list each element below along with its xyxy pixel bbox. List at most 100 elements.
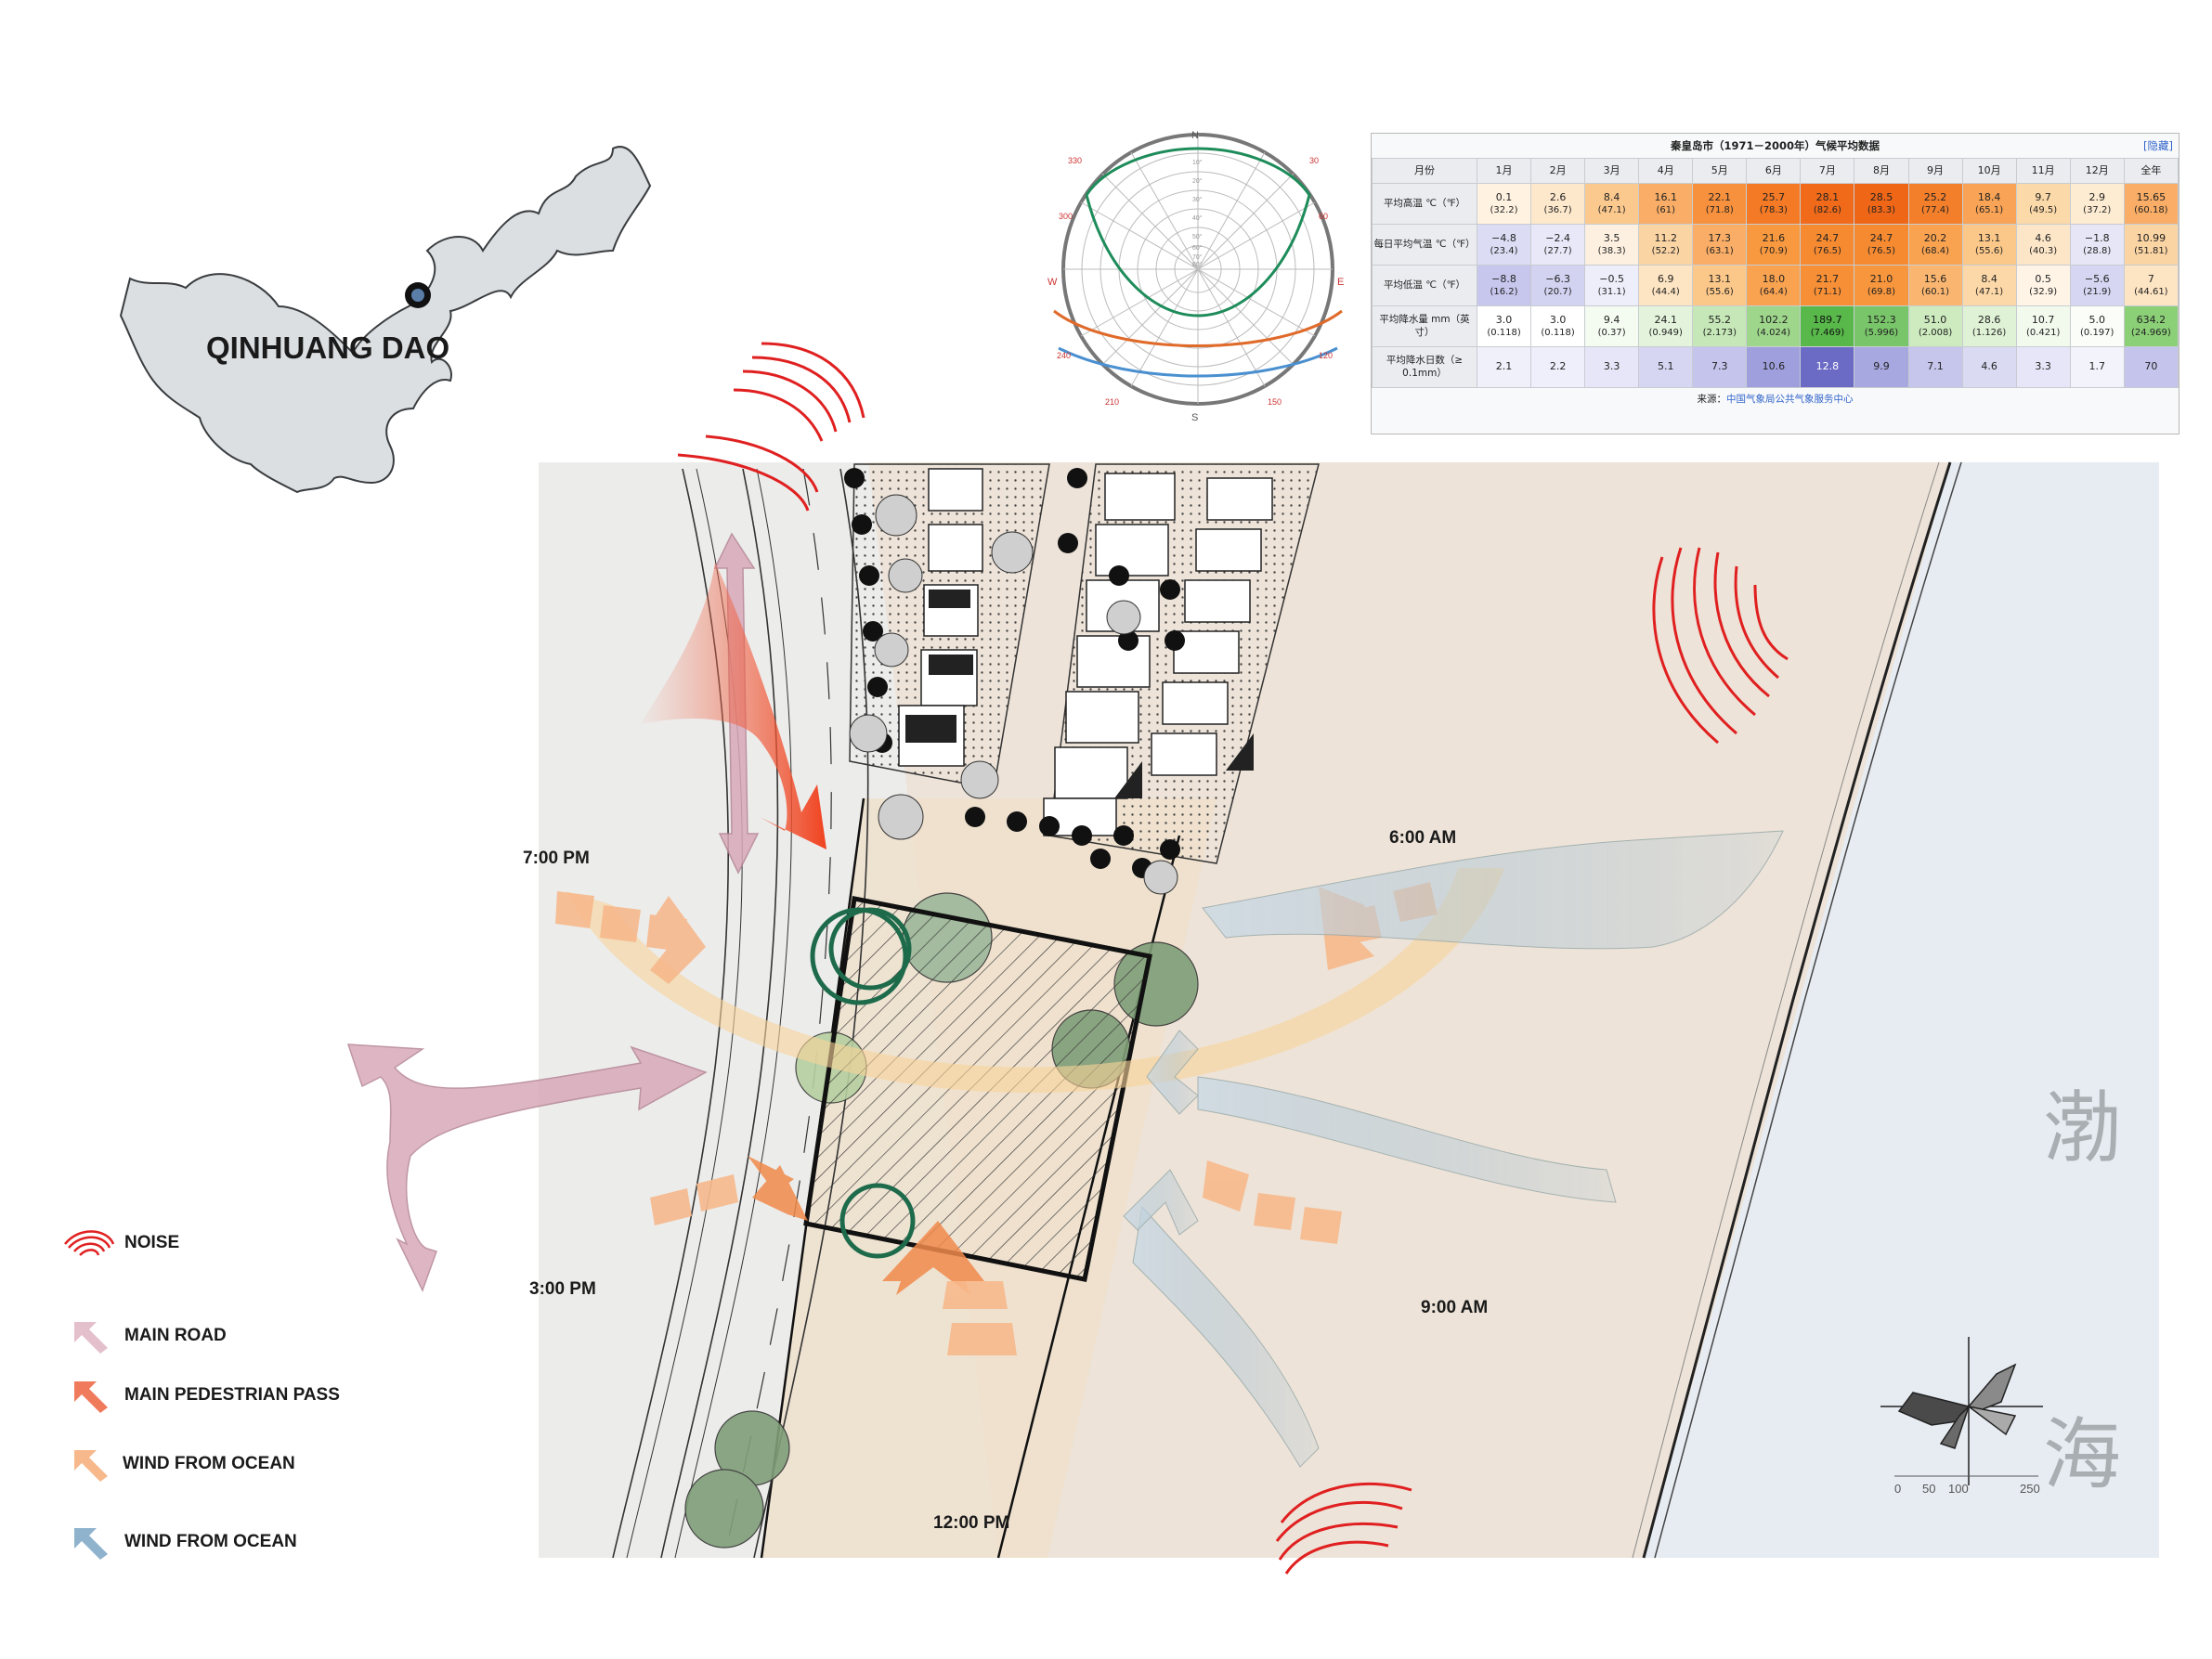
sun-chart-north: N [1191, 130, 1199, 141]
green-circles [810, 907, 916, 1259]
table-cell: 1.7 [2069, 346, 2125, 388]
cell-value: 15.6 [1923, 272, 1947, 285]
cell-imperial-value: (63.1) [1705, 246, 1734, 257]
table-caption: 秦皇岛市（1971－2000年）气候平均数据 [隐藏] [1372, 134, 2179, 158]
cell-value: 10.7 [2031, 313, 2055, 326]
hide-link[interactable]: [隐藏] [2143, 139, 2173, 152]
table-cell: −0.5(31.1) [1584, 265, 1640, 306]
table-cell: 3.3 [1584, 346, 1640, 388]
table-cell: 55.2(2.173) [1692, 305, 1748, 347]
sun-chart-angle: 60 [1319, 212, 1329, 221]
scale-label: 50 [1922, 1482, 1936, 1496]
cell-value: 21.7 [1815, 272, 1840, 285]
table-cell: 3.3 [2015, 346, 2071, 388]
table-cell: 16.1(61) [1638, 183, 1694, 225]
legend-label: MAIN PEDESTRIAN PASS [124, 1385, 340, 1405]
cell-value: 6.9 [1657, 272, 1674, 285]
cell-value: −2.4 [1545, 231, 1570, 244]
cell-imperial-value: (0.118) [1541, 328, 1575, 339]
cell-imperial-value: (69.8) [1867, 287, 1895, 298]
row-header: 平均低温 ℃（℉） [1372, 265, 1477, 306]
legend-item-main-road: MAIN ROAD [61, 1316, 377, 1357]
cell-imperial-value: (21.9) [2083, 287, 2112, 298]
time-label-9am: 9:00 AM [1421, 1298, 1489, 1317]
sun-path-arc [566, 868, 1504, 1094]
cell-value: 9.9 [1873, 360, 1890, 373]
pedestrian-arrows-orange [748, 1156, 984, 1295]
header-cell: 7月 [1800, 158, 1855, 184]
sun-chart-angle: 240 [1057, 351, 1072, 360]
header-cell-month-label: 月份 [1372, 158, 1477, 184]
cell-value: 3.5 [1603, 231, 1620, 244]
cell-value: 5.0 [2088, 313, 2105, 326]
table-cell: 24.1(0.949) [1638, 305, 1694, 347]
table-cell: 21.7(71.1) [1800, 265, 1855, 306]
header-cell: 3月 [1584, 158, 1640, 184]
cell-imperial-value: (37.2) [2083, 205, 2112, 216]
sun-path-chart [1053, 133, 1343, 406]
cell-value: 8.4 [1603, 190, 1620, 203]
cell-imperial-value: (47.1) [1975, 287, 2004, 298]
table-cell: 28.5(83.3) [1854, 183, 1909, 225]
sun-chart-ring: 30° [1192, 197, 1203, 203]
table-cell: 9.9 [1854, 346, 1909, 388]
source-label: 来源： [1697, 394, 1727, 405]
cell-value: −1.8 [2084, 231, 2110, 244]
cell-value: 5.1 [1657, 360, 1674, 373]
source-link[interactable]: 中国气象局公共气象服务中心 [1726, 394, 1854, 405]
table-cell: −2.4(27.7) [1530, 224, 1586, 266]
wind-orange-arrow-icon [74, 1450, 108, 1482]
header-cell: 2月 [1530, 158, 1586, 184]
cell-value: 18.0 [1762, 272, 1786, 285]
city-label: QINHUANG DAO [206, 331, 450, 365]
row-header: 平均高温 ℃（℉） [1372, 183, 1477, 225]
cell-imperial-value: (82.6) [1813, 205, 1841, 216]
table-row: 平均降水量 mm（英寸）3.0(0.118)3.0(0.118)9.4(0.37… [1372, 305, 2179, 347]
site-base [539, 461, 2159, 1559]
cell-value: 17.3 [1708, 231, 1732, 244]
cell-value: 70 [2144, 360, 2158, 373]
sun-chart-ring: 10° [1192, 160, 1203, 166]
row-header: 每日平均气温 ℃（℉） [1372, 224, 1477, 266]
cell-value: 3.0 [1495, 313, 1513, 326]
cell-value: 3.0 [1549, 313, 1567, 326]
table-cell: 7.3 [1692, 346, 1748, 388]
cell-imperial-value: (24.969) [2130, 328, 2171, 339]
cell-value: 55.2 [1708, 313, 1732, 326]
cell-imperial-value: (71.8) [1705, 205, 1734, 216]
legend-item-wind-orange: WIND FROM OCEAN [61, 1445, 377, 1485]
cell-imperial-value: (44.61) [2134, 287, 2168, 298]
table-cell: −4.8(23.4) [1476, 224, 1532, 266]
china-map [119, 146, 652, 494]
cell-imperial-value: (32.9) [2029, 287, 2058, 298]
table-cell: 2.9(37.2) [2069, 183, 2125, 225]
cell-value: 21.6 [1762, 231, 1786, 244]
cell-imperial-value: (5.996) [1864, 328, 1899, 339]
legend-item-wind-blue: WIND FROM OCEAN [61, 1523, 377, 1563]
scale-label: 100 [1948, 1482, 1969, 1496]
sun-chart-angle: 30 [1309, 156, 1320, 165]
table-cell: 0.1(32.2) [1476, 183, 1532, 225]
table-cell: 3.0(0.118) [1476, 305, 1532, 347]
cell-imperial-value: (70.9) [1759, 246, 1788, 257]
cell-value: 25.7 [1762, 190, 1786, 203]
cell-value: 12.8 [1815, 360, 1840, 373]
cell-imperial-value: (61) [1656, 205, 1675, 216]
table-cell: 24.7(76.5) [1854, 224, 1909, 266]
cell-imperial-value: (64.4) [1759, 287, 1788, 298]
cell-value: 9.7 [2035, 190, 2051, 203]
table-cell: 8.4(47.1) [1961, 265, 2017, 306]
cell-value: 11.2 [1654, 231, 1677, 244]
cell-imperial-value: (47.1) [1597, 205, 1626, 216]
row-header: 平均降水日数（≥ 0.1mm） [1372, 346, 1477, 388]
cell-value: 0.1 [1495, 190, 1513, 203]
table-cell: 28.6(1.126) [1961, 305, 2017, 347]
table-cell: 7(44.61) [2123, 265, 2179, 306]
cell-imperial-value: (76.5) [1867, 246, 1895, 257]
sun-chart-ring: 20° [1192, 178, 1203, 185]
cell-value: −8.8 [1491, 272, 1516, 285]
wind-arrows-blue [1123, 830, 1784, 1468]
cell-value: −5.6 [2084, 272, 2110, 285]
